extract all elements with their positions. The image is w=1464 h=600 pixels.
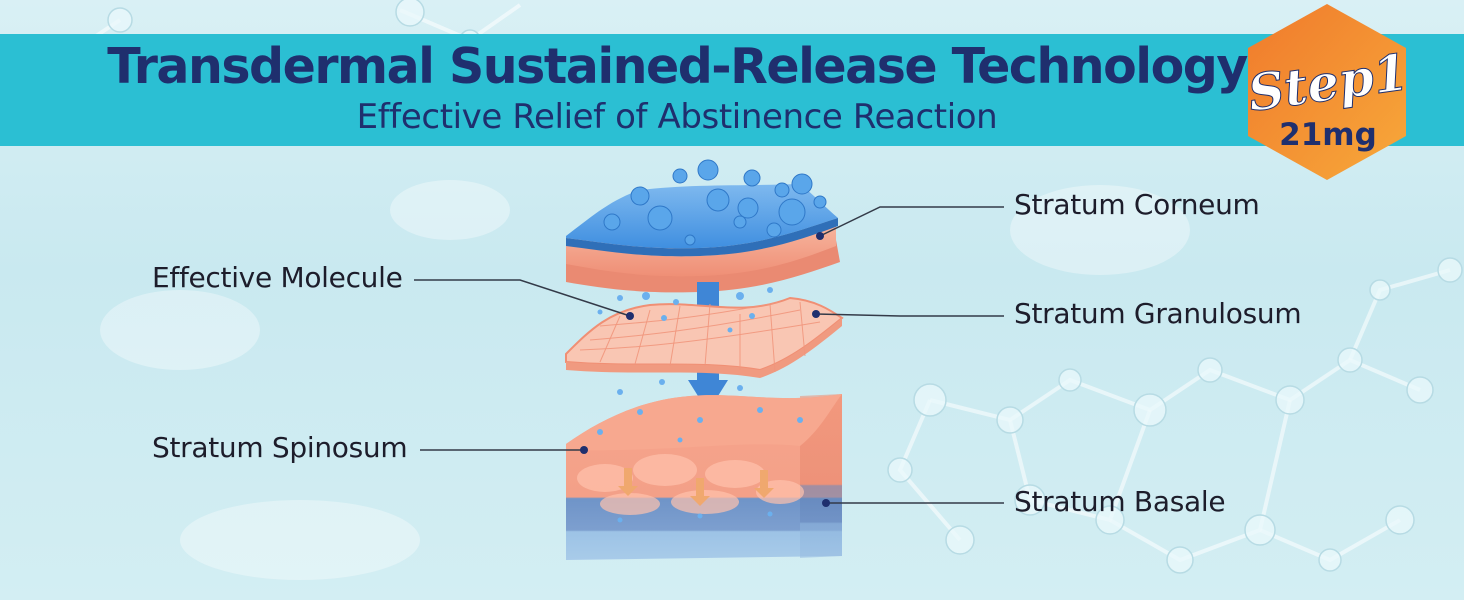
- page-title: Transdermal Sustained-Release Technology: [107, 38, 1248, 95]
- step-badge: Step1 21mg: [1244, 4, 1410, 180]
- badge-dose-text: 21mg: [1279, 117, 1377, 153]
- stratum-corneum-layer: [566, 184, 840, 293]
- downward-arrows: [618, 468, 774, 506]
- leader-dots: [580, 232, 830, 507]
- stratum-granulosum-layer: [565, 296, 844, 378]
- label-stratum-granulosum: Stratum Granulosum: [1014, 297, 1302, 330]
- leader-lines: [414, 206, 1004, 504]
- label-stratum-spinosum: Stratum Spinosum: [152, 431, 408, 464]
- page-subtitle: Effective Relief of Abstinence Reaction: [356, 97, 998, 137]
- cell-pattern: [577, 454, 804, 515]
- small-molecules: [597, 287, 803, 523]
- label-stratum-basale: Stratum Basale: [1014, 485, 1226, 518]
- skin-block: [566, 394, 842, 560]
- hexagon-shape: [1248, 4, 1406, 180]
- header-banner: [0, 34, 1464, 146]
- label-effective-molecule: Effective Molecule: [152, 261, 403, 294]
- label-stratum-corneum: Stratum Corneum: [1014, 188, 1260, 221]
- effective-molecules: [603, 159, 827, 246]
